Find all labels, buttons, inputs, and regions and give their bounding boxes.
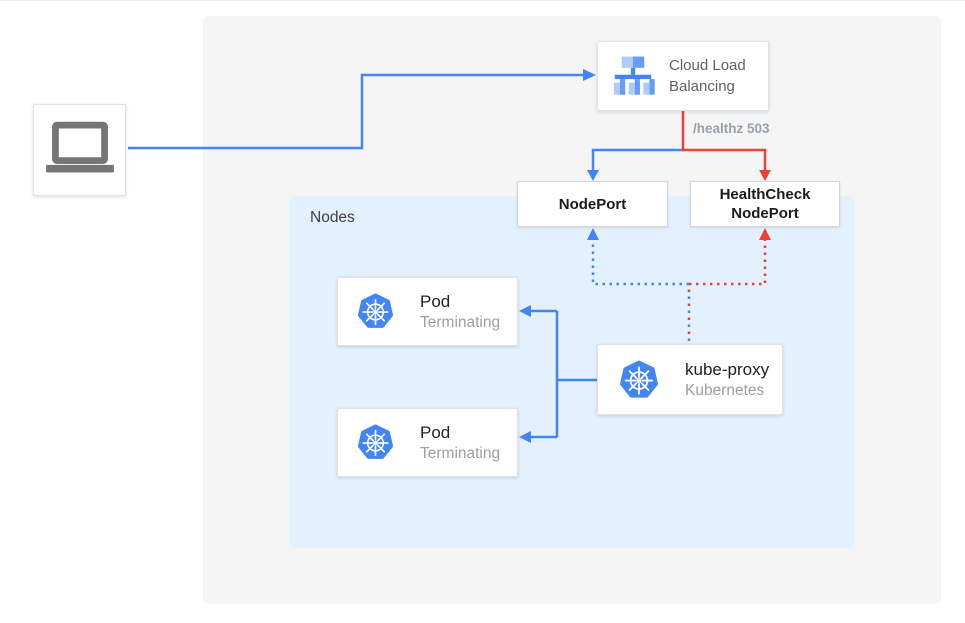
client-node [33, 104, 126, 196]
top-divider [0, 0, 965, 1]
kube-proxy-node: kube-proxy Kubernetes [597, 344, 783, 415]
nodeport-label: NodePort [558, 195, 627, 213]
kube-proxy-subtitle: Kubernetes [685, 381, 765, 399]
cloud-load-balancing-icon [613, 56, 655, 95]
pod-status: Terminating [420, 444, 501, 462]
pod-node-2: Pod Terminating [337, 408, 518, 477]
kubernetes-icon [357, 424, 394, 459]
laptop-icon [45, 121, 114, 173]
healthcheck-nodeport-label: HealthCheck NodePort [719, 186, 811, 222]
cloud-load-balancing-label: Cloud Load Balancing [669, 57, 746, 95]
pod-title: Pod [420, 422, 451, 442]
healthz-annotation: /healthz 503 [693, 121, 770, 136]
kube-proxy-title: kube-proxy [685, 359, 770, 379]
pod-status: Terminating [420, 313, 501, 331]
pod-node-1: Pod Terminating [337, 277, 518, 346]
nodes-group-label: Nodes [310, 209, 355, 226]
kubernetes-icon [620, 360, 658, 398]
healthcheck-nodeport-node: HealthCheck NodePort [690, 181, 840, 227]
pod-title: Pod [420, 291, 451, 311]
kubernetes-icon [357, 293, 394, 328]
cloud-load-balancing-node: Cloud Load Balancing [597, 41, 769, 111]
nodeport-node: NodePort [517, 181, 668, 227]
